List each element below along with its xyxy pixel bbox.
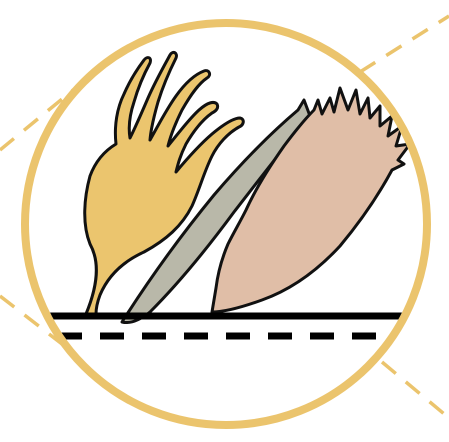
guide-line-upper-right — [360, 16, 449, 72]
guide-line-lower-right — [382, 362, 449, 418]
